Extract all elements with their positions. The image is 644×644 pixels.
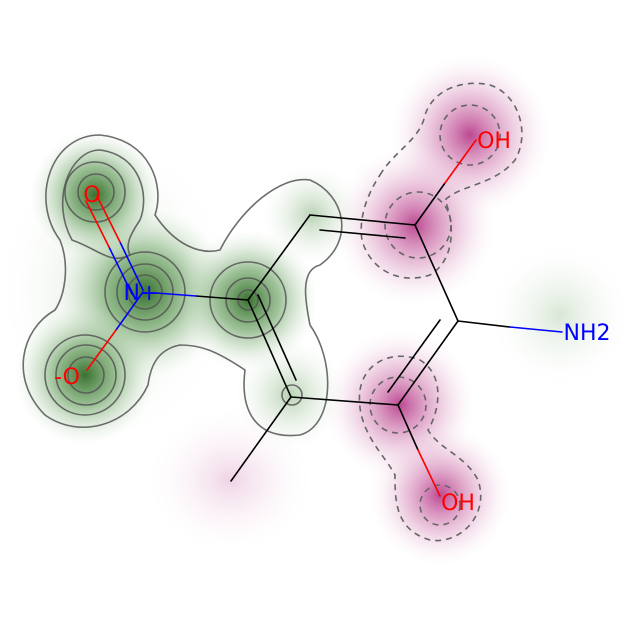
atom-nh2: NH2	[564, 321, 611, 346]
similarity-density-map	[0, 55, 630, 565]
atom-oh-bottom: OH	[441, 491, 475, 516]
atom-n-nitro: N+	[124, 281, 159, 306]
bonds	[85, 139, 563, 497]
atom-labels: O N+ -O OH NH2 OH	[54, 129, 610, 516]
atom-o-minus: -O	[54, 365, 80, 390]
atom-o-top: O	[83, 183, 100, 208]
negative-contribution-region	[150, 55, 550, 565]
positive-contour-lines	[22, 134, 343, 437]
atom-oh-top: OH	[477, 129, 511, 154]
negative-contour-lines	[358, 82, 523, 542]
